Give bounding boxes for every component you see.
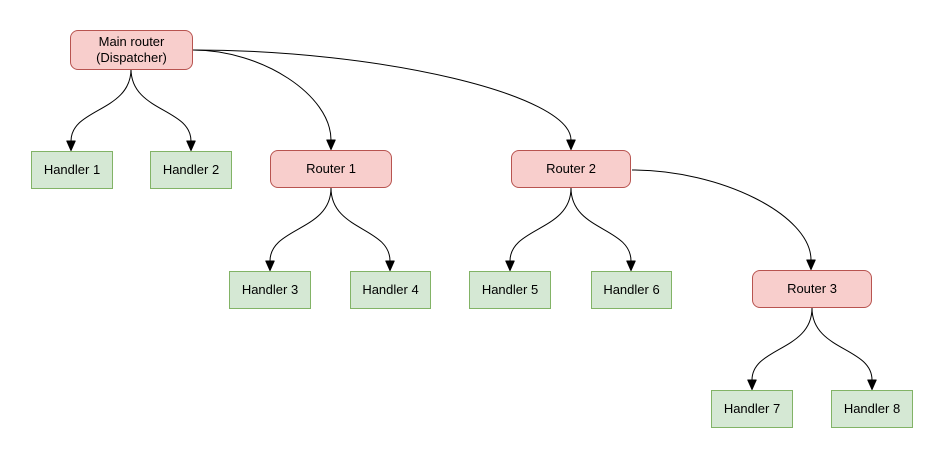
node-handler-6-label: Handler 6 xyxy=(603,282,660,297)
node-handler-5: Handler 5 xyxy=(469,271,551,309)
arrowhead-handler-2 xyxy=(186,140,196,151)
arrowhead-router-3 xyxy=(806,259,816,270)
edge-router-3-to-handler-8 xyxy=(811,307,873,381)
node-handler-3: Handler 3 xyxy=(229,271,311,309)
node-main-router-label: Main router (Dispatcher) xyxy=(96,34,167,65)
node-router-2-label: Router 2 xyxy=(546,161,596,176)
edge-router-2-to-router-3 xyxy=(631,169,812,261)
node-handler-7-label: Handler 7 xyxy=(723,401,781,416)
edge-router-2-to-handler-6 xyxy=(570,187,632,262)
edge-router-3-to-handler-7 xyxy=(751,307,813,381)
arrowhead-router-1 xyxy=(326,139,336,150)
edge-main-to-handler-1 xyxy=(70,68,132,142)
node-main-router: Main router (Dispatcher) xyxy=(70,30,193,70)
edge-router-1-to-handler-4 xyxy=(330,187,391,262)
edge-router-1-to-handler-3 xyxy=(269,187,332,262)
arrowhead-handler-6 xyxy=(626,260,636,271)
node-handler-4: Handler 4 xyxy=(350,271,431,309)
node-handler-5-label: Handler 5 xyxy=(481,282,539,297)
arrowhead-handler-7 xyxy=(747,379,757,390)
node-router-1: Router 1 xyxy=(270,150,392,188)
node-handler-4-label: Handler 4 xyxy=(362,282,419,297)
arrowhead-handler-5 xyxy=(505,260,515,271)
node-handler-2-label: Handler 2 xyxy=(162,162,220,177)
node-handler-1: Handler 1 xyxy=(31,151,113,189)
node-router-3: Router 3 xyxy=(752,270,872,308)
node-handler-3-label: Handler 3 xyxy=(241,282,299,297)
arrowhead-handler-4 xyxy=(385,260,395,271)
edge-router-2-to-handler-5 xyxy=(509,187,572,262)
node-handler-1-label: Handler 1 xyxy=(43,162,101,177)
node-handler-7: Handler 7 xyxy=(711,390,793,428)
arrowhead-handler-1 xyxy=(66,140,76,151)
arrowhead-router-2 xyxy=(566,139,576,150)
edge-main-to-handler-2 xyxy=(130,68,192,142)
arrowhead-handler-3 xyxy=(265,260,275,271)
node-router-1-label: Router 1 xyxy=(306,161,356,176)
edge-main-to-router-2 xyxy=(192,49,572,141)
node-handler-8: Handler 8 xyxy=(831,390,913,428)
node-router-2: Router 2 xyxy=(511,150,631,188)
node-handler-2: Handler 2 xyxy=(150,151,232,189)
node-handler-8-label: Handler 8 xyxy=(843,401,901,416)
node-router-3-label: Router 3 xyxy=(787,281,837,296)
node-handler-6: Handler 6 xyxy=(591,271,672,309)
arrowhead-handler-8 xyxy=(867,379,877,390)
edge-main-to-router-1 xyxy=(192,49,332,141)
